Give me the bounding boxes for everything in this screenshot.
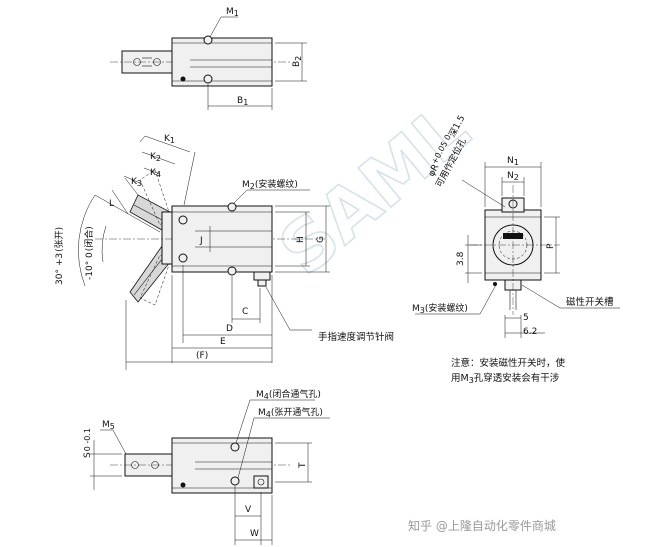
e-label: E xyxy=(220,337,226,347)
watermark-footer: 知乎 @上隆自动化零件商城 xyxy=(408,518,556,533)
top-body xyxy=(171,37,273,87)
s-label: S0 -0.1 xyxy=(83,428,93,458)
open-angle-label: 30° +3(张开) xyxy=(54,227,65,285)
m4-close-label: M4(闭合通气孔) xyxy=(256,388,321,401)
f-label: (F) xyxy=(196,351,208,361)
n1-label: N1 xyxy=(507,156,519,167)
bottom-view: M4(闭合通气孔) M4(张开通气孔) M5 S0 -0.1 T V W xyxy=(83,388,330,545)
w-label: W xyxy=(250,529,259,539)
l-label: L xyxy=(109,199,114,209)
m4-open-label: M4(张开通气孔) xyxy=(258,406,323,419)
dim-5: 5 xyxy=(523,313,529,323)
front-view: K1 K2 K4 K3 L 30° +3(张开) -10° 0(闭合) M2(安… xyxy=(54,134,394,370)
needle-valve-label: 手指速度调节针阀 xyxy=(318,331,394,343)
v-label: V xyxy=(245,505,252,515)
close-angle-label: -10° 0(闭合) xyxy=(83,226,95,280)
sensor-slot-label: 磁性开关槽 xyxy=(566,296,614,308)
dim-6-2: 6.2 xyxy=(523,327,537,337)
g-label: G xyxy=(316,236,326,243)
t-label: T xyxy=(298,462,308,469)
note-line-2: 用M3孔穿透安装会有干涉 xyxy=(451,372,560,385)
j-label: J xyxy=(199,236,203,246)
h-label: H xyxy=(296,236,306,243)
k1-label: K1 xyxy=(164,134,175,145)
m3-label: M3(安装螺纹) xyxy=(412,302,468,315)
front-body xyxy=(171,205,273,273)
p-label: P xyxy=(546,243,556,249)
c-label: C xyxy=(242,307,248,317)
k4-label: K4 xyxy=(150,168,161,179)
top-view: M1 B2 B1 xyxy=(110,7,307,110)
dim-3-8: 3.8 xyxy=(456,251,466,266)
note-line-1: 注意：安装磁性开关时，使 xyxy=(451,357,566,369)
m1-label: M1 xyxy=(226,7,239,18)
needle-valve xyxy=(253,271,271,281)
m5-label: M5 xyxy=(102,420,115,431)
k2-label: K2 xyxy=(150,152,161,163)
k3-label: K3 xyxy=(131,177,142,188)
n2-label: N2 xyxy=(507,171,519,182)
side-view: N1 N2 P 3.8 φR+0.05 0深1.5 可用作定位孔 M3(安装螺纹… xyxy=(412,113,620,385)
d-label: D xyxy=(226,324,233,334)
b2-label: B2 xyxy=(292,56,303,67)
m2-label: M2(安装螺纹) xyxy=(242,178,298,191)
b1-label: B1 xyxy=(237,96,248,107)
